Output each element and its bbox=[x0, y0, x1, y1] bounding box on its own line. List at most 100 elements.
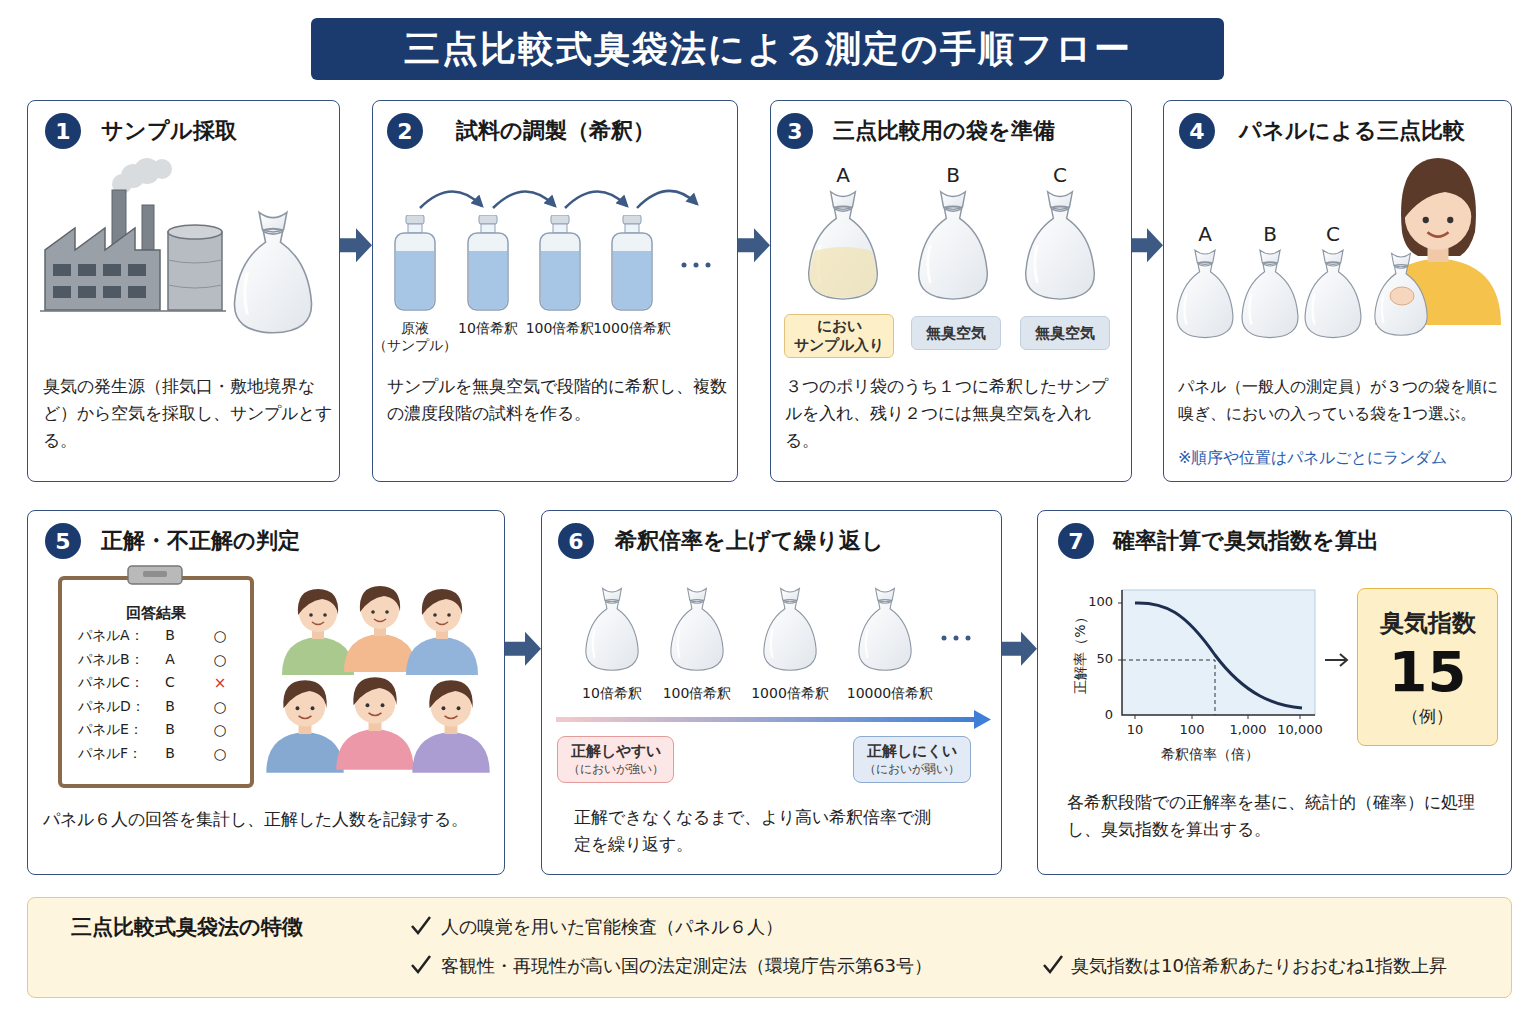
step-description: 臭気の発生源（排気口・敷地境界など）から空気を採取し、サンプルとする。 bbox=[43, 373, 333, 454]
repeat-bags bbox=[556, 717, 976, 722]
factory-illustration bbox=[168, 232, 222, 310]
factory-illustration bbox=[78, 286, 96, 298]
dilution-bottles bbox=[694, 263, 699, 268]
factory-illustration bbox=[103, 286, 121, 298]
factory-illustration bbox=[45, 228, 160, 310]
factory-illustration bbox=[40, 310, 226, 312]
step-number-circle bbox=[558, 523, 594, 559]
check-marks bbox=[412, 917, 1062, 972]
step-panel: 正解・不正解の判定パネル６人の回答を集計し、正解した人数を記録する。5回答結果 bbox=[27, 510, 505, 875]
sample-bag bbox=[234, 212, 311, 333]
panel-members-illustration bbox=[412, 680, 489, 772]
flow-arrow bbox=[738, 228, 770, 262]
panel-members-illustration bbox=[266, 680, 343, 772]
triangle-bags bbox=[1026, 192, 1095, 299]
step-description: サンプルを無臭空気で段階的に希釈し、複数の濃度段階の試料を作る。 bbox=[387, 373, 727, 427]
flow-arrow bbox=[505, 632, 541, 666]
clipboard-clip bbox=[143, 571, 167, 577]
repeat-bags bbox=[671, 588, 723, 670]
step-number: 6 bbox=[558, 523, 594, 559]
node-content: におい サンプル入り bbox=[785, 315, 893, 357]
factory-illustration bbox=[112, 190, 126, 250]
flow-arrow bbox=[1002, 632, 1037, 666]
bag-content-tag: 無臭空気 bbox=[1020, 316, 1110, 350]
repeat-bags bbox=[974, 710, 991, 729]
step-number-circle bbox=[45, 113, 81, 149]
step-number-circle bbox=[777, 113, 813, 149]
panel-sniffing-illustration bbox=[1305, 250, 1361, 338]
step-number: 1 bbox=[45, 113, 81, 149]
dilution-bottles bbox=[565, 191, 627, 208]
probability-chart bbox=[1122, 660, 1215, 715]
triangle-bags bbox=[809, 192, 878, 299]
node-content: 回答結果 bbox=[62, 580, 250, 784]
step-heading: 希釈倍率を上げて繰り返し bbox=[615, 526, 884, 556]
node-content: 3 bbox=[777, 113, 813, 149]
feature-item: 人の嗅覚を用いた官能検査（パネル６人） bbox=[441, 915, 961, 939]
step-number-text: 5 bbox=[55, 529, 70, 554]
step-number-text: 3 bbox=[787, 119, 802, 144]
features-heading: 三点比較式臭袋法の特徴 bbox=[71, 913, 303, 941]
panel-members-illustration bbox=[406, 589, 478, 675]
factory-illustration bbox=[103, 264, 121, 276]
triangle-bags bbox=[919, 192, 988, 299]
clipboard-clip bbox=[128, 566, 182, 584]
probability-chart bbox=[1118, 590, 1347, 719]
flow-arrow bbox=[1002, 632, 1037, 666]
dilution-bottles bbox=[395, 191, 711, 310]
dilution-bottles bbox=[706, 263, 711, 268]
feature-item: 臭気指数は10倍希釈あたりおおむね1指数上昇 bbox=[1071, 954, 1511, 978]
tag-subtext: （においが強い） bbox=[568, 761, 664, 778]
triangle-bags bbox=[809, 192, 1095, 299]
difficulty-tag: 正解しやすい（においが強い） bbox=[557, 736, 674, 783]
factory-illustration bbox=[142, 205, 154, 250]
repeat-bags bbox=[859, 588, 911, 670]
repeat-bags bbox=[954, 636, 959, 641]
step-number: 5 bbox=[45, 523, 81, 559]
step-number-circle bbox=[387, 113, 423, 149]
difficulty-tag: 正解しにくい（においが弱い） bbox=[853, 736, 971, 783]
step-number-text: 2 bbox=[397, 119, 412, 144]
panel-members-illustration bbox=[282, 589, 354, 675]
answer-clipboard: 回答結果 bbox=[58, 576, 254, 788]
check-marks bbox=[412, 917, 430, 933]
flow-arrow bbox=[1132, 228, 1163, 262]
factory-illustration bbox=[168, 225, 222, 239]
step-panel: サンプル採取臭気の発生源（排気口・敷地境界など）から空気を採取し、サンプルとする… bbox=[27, 100, 340, 482]
factory-illustration bbox=[40, 158, 226, 311]
factory-illustration bbox=[78, 264, 96, 276]
dilution-bottles bbox=[682, 263, 687, 268]
tag-text: 無臭空気 bbox=[1035, 324, 1095, 343]
dilution-bottles bbox=[420, 191, 482, 208]
node-content: 正解しやすい（においが強い） bbox=[558, 737, 673, 782]
step-heading: 正解・不正解の判定 bbox=[101, 526, 300, 556]
panel-sniffing-illustration bbox=[1177, 158, 1501, 338]
panel-members-illustration bbox=[344, 586, 416, 672]
dilution-bottles bbox=[395, 215, 435, 310]
probability-chart bbox=[1135, 603, 1302, 708]
flow-arrow bbox=[340, 228, 372, 262]
step-heading: 確率計算で臭気指数を算出 bbox=[1113, 526, 1379, 556]
factory-illustration bbox=[134, 158, 160, 184]
step-panel: 希釈倍率を上げて繰り返し正解できなくなるまで、より高い希釈倍率で測定を繰り返す。… bbox=[541, 510, 1002, 875]
probability-chart bbox=[1122, 590, 1315, 715]
step-panel: 試料の調製（希釈） サンプルを無臭空気で段階的に希釈し、複数の濃度段階の試料を作る… bbox=[372, 100, 738, 482]
step-number: 7 bbox=[1058, 523, 1094, 559]
step-number: 2 bbox=[387, 113, 423, 149]
tag-text: 無臭空気 bbox=[926, 324, 986, 343]
node-content: 正解しにくい（においが弱い） bbox=[854, 737, 970, 782]
probability-chart bbox=[1325, 654, 1347, 666]
panel-sniffing-illustration bbox=[1242, 250, 1298, 338]
step-number-text: 1 bbox=[55, 119, 70, 144]
bag-content-tag: 無臭空気 bbox=[911, 316, 1001, 350]
clipboard-heading: 回答結果 bbox=[126, 604, 186, 623]
step-description: ３つのポリ袋のうち１つに希釈したサンプルを入れ、残り２つには無臭空気を入れる。 bbox=[785, 373, 1110, 454]
repeat-bags bbox=[556, 588, 991, 729]
step-heading: 試料の調製（希釈） bbox=[456, 116, 655, 146]
factory-illustration bbox=[121, 164, 145, 188]
panel-sniffing-illustration bbox=[1390, 287, 1414, 305]
step-heading: 三点比較用の袋を準備 bbox=[833, 116, 1055, 146]
step-heading: サンプル採取 bbox=[101, 116, 237, 146]
step-number-circle bbox=[45, 523, 81, 559]
